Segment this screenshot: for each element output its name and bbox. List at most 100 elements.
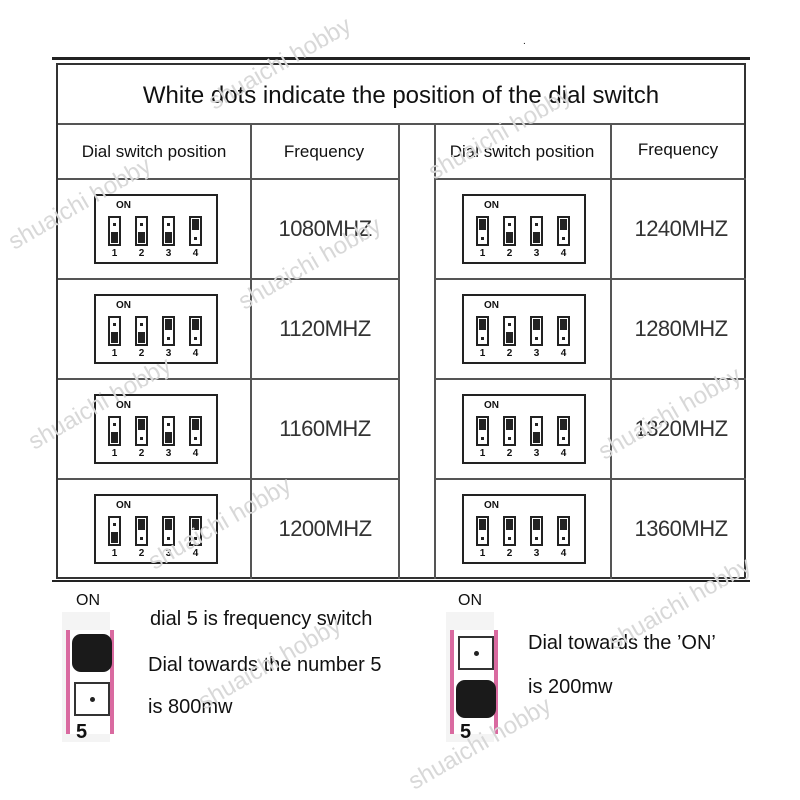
dip-number-2: 2 — [138, 548, 145, 559]
switch-knob — [111, 232, 118, 243]
white-dot — [508, 437, 511, 440]
white-dot — [562, 437, 565, 440]
dip-slot-3 — [162, 216, 175, 246]
dip-slot-3 — [530, 516, 543, 546]
white-dot — [194, 237, 197, 240]
switch-knob — [192, 519, 199, 530]
white-dot — [562, 337, 565, 340]
switch-knob — [560, 419, 567, 430]
dip-number-3: 3 — [533, 448, 540, 459]
white-dot — [113, 423, 116, 426]
dip-number-3: 3 — [165, 248, 172, 259]
bottom-rule — [52, 580, 750, 582]
white-dot — [562, 537, 565, 540]
white-dot — [167, 423, 170, 426]
dip-slot-2 — [135, 316, 148, 346]
frequency-value: 1360MHZ — [634, 516, 728, 541]
frequency-value: 1120MHZ — [279, 316, 371, 341]
dip-slot-1 — [108, 516, 121, 546]
header-position-left: Dial switch position — [81, 142, 227, 161]
divider — [434, 478, 746, 480]
white-dot — [167, 537, 170, 540]
dip-slot-4 — [557, 316, 570, 346]
white-dot-box — [458, 636, 494, 670]
dip-number-3: 3 — [165, 348, 172, 359]
switch-knob — [506, 232, 513, 243]
dip-slot-1 — [108, 316, 121, 346]
dip-slot-4 — [557, 516, 570, 546]
white-dot — [167, 223, 170, 226]
divider — [434, 378, 746, 380]
dip-slot-3 — [162, 316, 175, 346]
dip-number-2: 2 — [506, 448, 513, 459]
dip-slot-1 — [476, 216, 489, 246]
divider — [434, 278, 746, 280]
frequency-value: 1320MHZ — [634, 416, 728, 441]
dip-slot-2 — [135, 516, 148, 546]
dip-number-4: 4 — [560, 548, 567, 559]
frequency-value: 1160MHZ — [279, 416, 371, 441]
legend-left-line2: Dial towards the number 5 — [148, 654, 382, 676]
switch-knob-down — [456, 680, 496, 718]
dip-number-2: 2 — [138, 348, 145, 359]
dip-number-1: 1 — [479, 348, 486, 359]
dip-number-3: 3 — [165, 548, 172, 559]
dip-slot-3 — [162, 516, 175, 546]
header-frequency-left: Frequency — [283, 142, 365, 161]
switch-knob — [165, 432, 172, 443]
top-rule — [52, 57, 750, 60]
dip-slot-1 — [476, 416, 489, 446]
header-position-right: Dial switch position — [449, 142, 595, 161]
dip-number-2: 2 — [138, 248, 145, 259]
divider — [58, 278, 398, 280]
divider — [58, 478, 398, 480]
white-dot — [194, 337, 197, 340]
dip-number-4: 4 — [192, 348, 199, 359]
dip-number-2: 2 — [506, 348, 513, 359]
switch-knob — [192, 219, 199, 230]
switch-knob — [138, 519, 145, 530]
switch-knob — [533, 232, 540, 243]
divider — [250, 123, 252, 579]
switch-knob — [506, 332, 513, 343]
divider — [58, 123, 744, 125]
dip-slot-3 — [162, 416, 175, 446]
on-label: ON — [484, 300, 499, 311]
switch-knob-up — [72, 634, 112, 672]
dial5-switch-200mw: ON 5 — [446, 592, 498, 743]
dip-number-1: 1 — [479, 248, 486, 259]
dip-number-1: 1 — [479, 548, 486, 559]
dip-number-3: 3 — [165, 448, 172, 459]
dial5-switch-800mw: ON 5 — [62, 592, 114, 743]
dip-number-4: 4 — [192, 248, 199, 259]
dip-number-3: 3 — [533, 348, 540, 359]
dip-slot-1 — [476, 316, 489, 346]
dip-slot-2 — [503, 416, 516, 446]
dip-number-1: 1 — [111, 348, 118, 359]
switch-knob — [165, 519, 172, 530]
table-title: White dots indicate the position of the … — [142, 82, 660, 109]
white-dot — [140, 223, 143, 226]
dip-number-4: 4 — [560, 348, 567, 359]
dip-number-2: 2 — [506, 248, 513, 259]
dip-number-1: 1 — [111, 248, 118, 259]
dial-table: White dots indicate the position of the … — [56, 63, 746, 579]
switch-track — [66, 630, 114, 734]
dip-switch: ON 1 2 3 4 — [94, 194, 218, 264]
on-label: ON — [116, 200, 131, 211]
stray-mark: . — [523, 36, 526, 47]
white-dot — [113, 223, 116, 226]
switch-knob — [111, 432, 118, 443]
switch-track — [450, 630, 498, 734]
dip-slot-2 — [135, 416, 148, 446]
dip-slot-3 — [530, 316, 543, 346]
dip-slot-4 — [189, 416, 202, 446]
switch-knob — [192, 419, 199, 430]
dip-slot-1 — [108, 216, 121, 246]
frequency-value: 1280MHZ — [634, 316, 728, 341]
switch-knob — [533, 432, 540, 443]
frequency-value: 1240MHZ — [634, 216, 728, 241]
